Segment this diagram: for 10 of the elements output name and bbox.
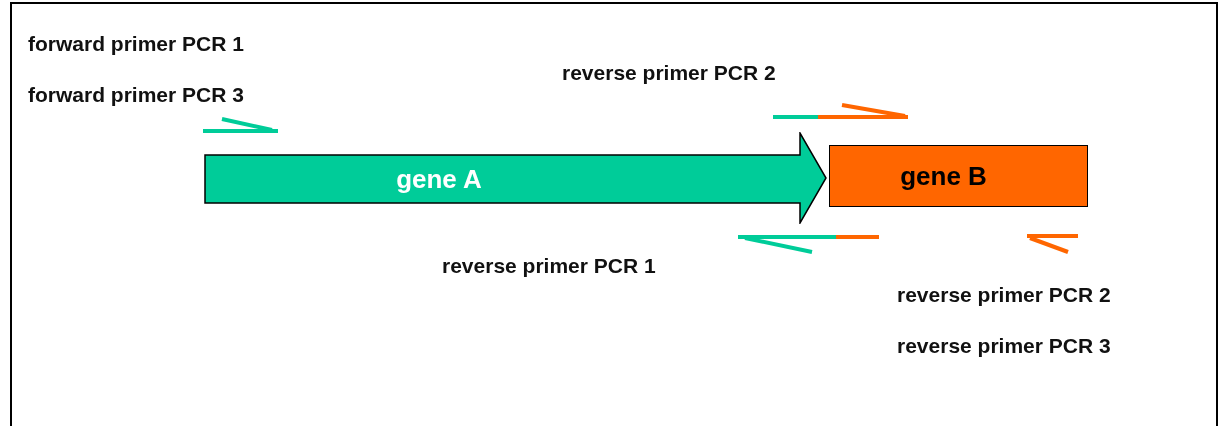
primer-label: reverse primer PCR 3	[897, 333, 1111, 359]
primer-label: reverse primer PCR 2	[562, 60, 776, 86]
primer-label: forward primer PCR 3	[28, 82, 244, 108]
primer-label: reverse primer PCR 1	[442, 253, 656, 279]
primer-label: reverse primer PCR 2	[897, 282, 1111, 308]
primer-label: forward primer PCR 1	[28, 31, 244, 57]
gene-label: gene B	[900, 159, 987, 193]
gene-label: gene A	[396, 162, 482, 196]
gene-box	[829, 145, 1088, 207]
gene-arrow	[204, 132, 828, 224]
